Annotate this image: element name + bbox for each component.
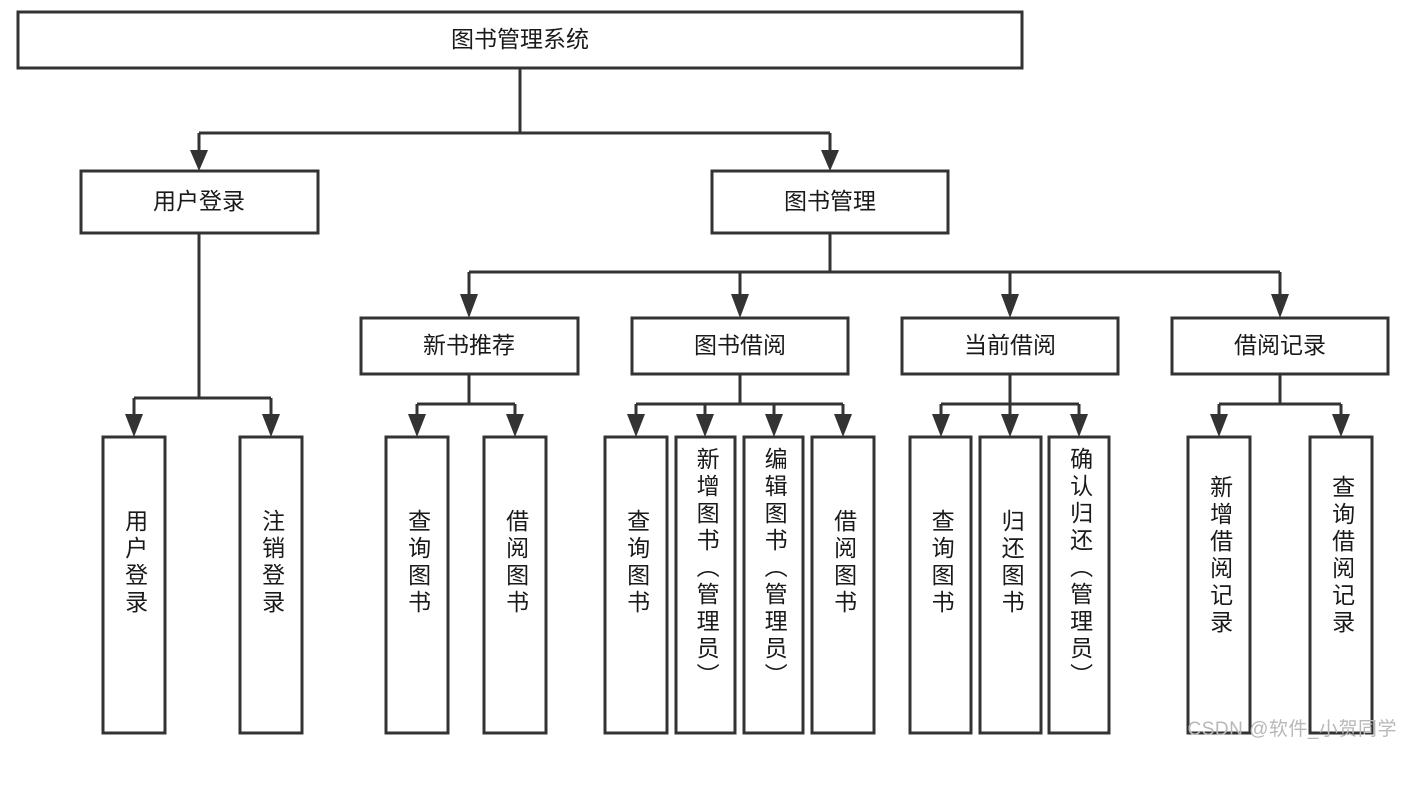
leaf-box-query-borrow-record[interactable]	[1308, 435, 1374, 735]
leaf-box-user-login[interactable]	[101, 435, 167, 735]
leaf-box-query-book-3[interactable]	[908, 435, 973, 735]
connector-lines	[125, 68, 1350, 437]
node-book-borrow-box[interactable]	[630, 316, 850, 376]
node-user-login-label: 用户登录	[153, 188, 245, 214]
arrow-bookmgmt-to-borrow	[731, 294, 749, 318]
arrow-record-to-leaf1	[1210, 414, 1228, 437]
arrow-login-to-leaf1	[125, 414, 143, 437]
arrow-current-to-leaf2	[1001, 414, 1019, 437]
arrow-borrow-to-leaf3	[765, 414, 783, 437]
leaf-box-add-book-admin[interactable]	[674, 435, 737, 735]
node-borrow-record[interactable]: 借阅记录	[1170, 316, 1390, 376]
leaf-box-borrow-book-1[interactable]	[482, 435, 548, 735]
leaf-box-return-book[interactable]	[978, 435, 1043, 735]
node-book-borrow-label: 图书借阅	[694, 332, 786, 358]
node-new-book-recommend[interactable]: 新书推荐	[359, 316, 580, 376]
leaf-box-query-book-2[interactable]	[603, 435, 669, 735]
leaf-box-add-borrow-record[interactable]	[1186, 435, 1252, 735]
arrow-borrow-to-leaf4	[834, 414, 852, 437]
leaf-box-query-book-1[interactable]	[384, 435, 450, 735]
csdn-watermark: CSDN @软件_小贺同学	[1187, 719, 1397, 740]
node-book-borrow[interactable]: 图书借阅	[630, 316, 850, 376]
arrow-borrow-to-leaf1	[627, 414, 645, 437]
arrow-newbook-to-leaf1	[408, 414, 426, 437]
leaf-box-logout[interactable]	[238, 435, 304, 735]
node-borrow-record-box[interactable]	[1170, 316, 1390, 376]
node-book-management-box[interactable]	[710, 169, 950, 235]
node-root-label: 图书管理系统	[451, 26, 589, 52]
arrow-borrow-to-leaf2	[696, 414, 714, 437]
node-borrow-record-label: 借阅记录	[1234, 332, 1326, 358]
tree-svg-canvas: 图书管理系统 用户登录 图书管理 新书推荐 图书借阅 当前借阅 借阅记录	[16, 10, 1390, 735]
node-root[interactable]: 图书管理系统	[16, 10, 1024, 70]
arrow-newbook-to-leaf2	[506, 414, 524, 437]
leaf-node-boxes	[101, 435, 1374, 735]
arrow-bookmgmt-to-current	[1001, 294, 1019, 318]
arrow-login-to-leaf2	[262, 414, 280, 437]
leaf-box-borrow-book-2[interactable]	[810, 435, 876, 735]
node-current-borrow[interactable]: 当前借阅	[900, 316, 1120, 376]
arrow-root-to-bookmgmt	[821, 150, 839, 171]
arrow-bookmgmt-to-newbook	[460, 294, 478, 318]
node-new-book-recommend-box[interactable]	[359, 316, 580, 376]
node-root-box[interactable]	[16, 10, 1024, 70]
node-current-borrow-label: 当前借阅	[964, 332, 1056, 358]
org-chart-diagram: 图书管理系统 用户登录 图书管理 新书推荐 图书借阅 当前借阅 借阅记录	[16, 10, 1397, 740]
arrow-bookmgmt-to-record	[1271, 294, 1289, 318]
leaf-box-edit-book-admin[interactable]	[742, 435, 805, 735]
arrow-root-to-login	[190, 150, 208, 171]
node-book-management-label: 图书管理	[784, 188, 876, 214]
node-user-login[interactable]: 用户登录	[79, 169, 320, 235]
arrow-current-to-leaf1	[932, 414, 950, 437]
arrow-current-to-leaf3	[1070, 414, 1088, 437]
arrow-record-to-leaf2	[1332, 414, 1350, 437]
leaf-box-confirm-return-admin[interactable]	[1047, 435, 1111, 735]
node-user-login-box[interactable]	[79, 169, 320, 235]
node-book-management[interactable]: 图书管理	[710, 169, 950, 235]
node-current-borrow-box[interactable]	[900, 316, 1120, 376]
node-new-book-recommend-label: 新书推荐	[423, 332, 515, 358]
